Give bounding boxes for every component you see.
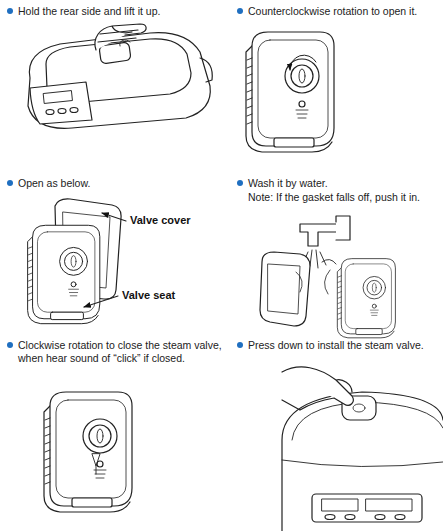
bullet-dot-part bbox=[237, 342, 243, 348]
steam-valve-part bbox=[290, 55, 316, 70]
step-text: Counterclockwise rotation to open it. bbox=[248, 5, 440, 18]
rice-cooker-install-part bbox=[282, 392, 443, 531]
bullet-dot-part bbox=[7, 342, 13, 348]
steam-valve-part bbox=[92, 454, 100, 474]
steam-valve bbox=[44, 392, 132, 512]
rice-cooker-lift-part bbox=[200, 58, 212, 82]
steam-valve-part bbox=[246, 32, 334, 152]
steam-valve-opened-part bbox=[102, 213, 126, 221]
step-text: Hold the rear side and lift it up. bbox=[18, 5, 230, 18]
washing-tap-part bbox=[268, 264, 300, 314]
steam-valve-part bbox=[44, 392, 132, 512]
rice-cooker-install-part bbox=[375, 515, 385, 520]
steam-valve bbox=[246, 32, 334, 152]
part-label: Valve seat bbox=[122, 289, 175, 302]
rice-cooker-install-part bbox=[325, 515, 335, 520]
rice-cooker-install-part bbox=[353, 404, 365, 412]
rice-cooker-install-part bbox=[395, 515, 405, 520]
bullet-dot bbox=[7, 8, 243, 348]
rice-cooker-lift-part bbox=[44, 91, 73, 104]
step-text: Clockwise rotation to close the steam va… bbox=[18, 339, 223, 365]
step-text: Open as below. bbox=[18, 177, 230, 190]
washing-tap-part bbox=[337, 259, 395, 338]
part-label: Valve cover bbox=[130, 214, 191, 227]
washing-tap-part bbox=[296, 270, 330, 294]
rice-cooker-lift-part bbox=[70, 108, 78, 113]
rice-cooker-install-part bbox=[282, 367, 353, 410]
step-text: Press down to install the steam valve. bbox=[248, 339, 440, 352]
washing-tap-part bbox=[260, 252, 310, 326]
rice-cooker-lift-part bbox=[120, 40, 130, 46]
rice-cooker-lift-part bbox=[28, 33, 210, 129]
rice-cooker-lift-part bbox=[95, 24, 146, 50]
rice-cooker-install-part bbox=[345, 515, 355, 520]
bullet-dot-part bbox=[7, 180, 13, 186]
rice-cooker-lift-part bbox=[30, 82, 92, 124]
rice-cooker-install-part bbox=[312, 494, 422, 522]
rice-cooker-install-part bbox=[282, 460, 443, 467]
rice-cooker-lift-part bbox=[46, 110, 54, 115]
step-text: Wash it by water. bbox=[248, 177, 440, 190]
note-text: Note: If the gasket falls off, push it i… bbox=[248, 191, 440, 204]
washing-tap bbox=[260, 216, 395, 338]
rice-cooker-install-part bbox=[322, 499, 358, 511]
steam-valve-opened bbox=[28, 199, 126, 324]
rice-cooker-lift bbox=[28, 24, 212, 128]
washing-tap-part bbox=[300, 224, 340, 246]
steam-valve-opened-part bbox=[84, 296, 118, 307]
rice-cooker-install bbox=[282, 367, 443, 531]
bullet-dot-part bbox=[7, 8, 13, 14]
steam-valve-opened-part bbox=[28, 225, 100, 323]
bullet-dot-part bbox=[237, 180, 243, 186]
bullet-dot-part bbox=[237, 8, 243, 14]
washing-tap-part bbox=[336, 216, 350, 240]
rice-cooker-install-part bbox=[366, 499, 412, 511]
rice-cooker-lift-part bbox=[58, 109, 66, 114]
